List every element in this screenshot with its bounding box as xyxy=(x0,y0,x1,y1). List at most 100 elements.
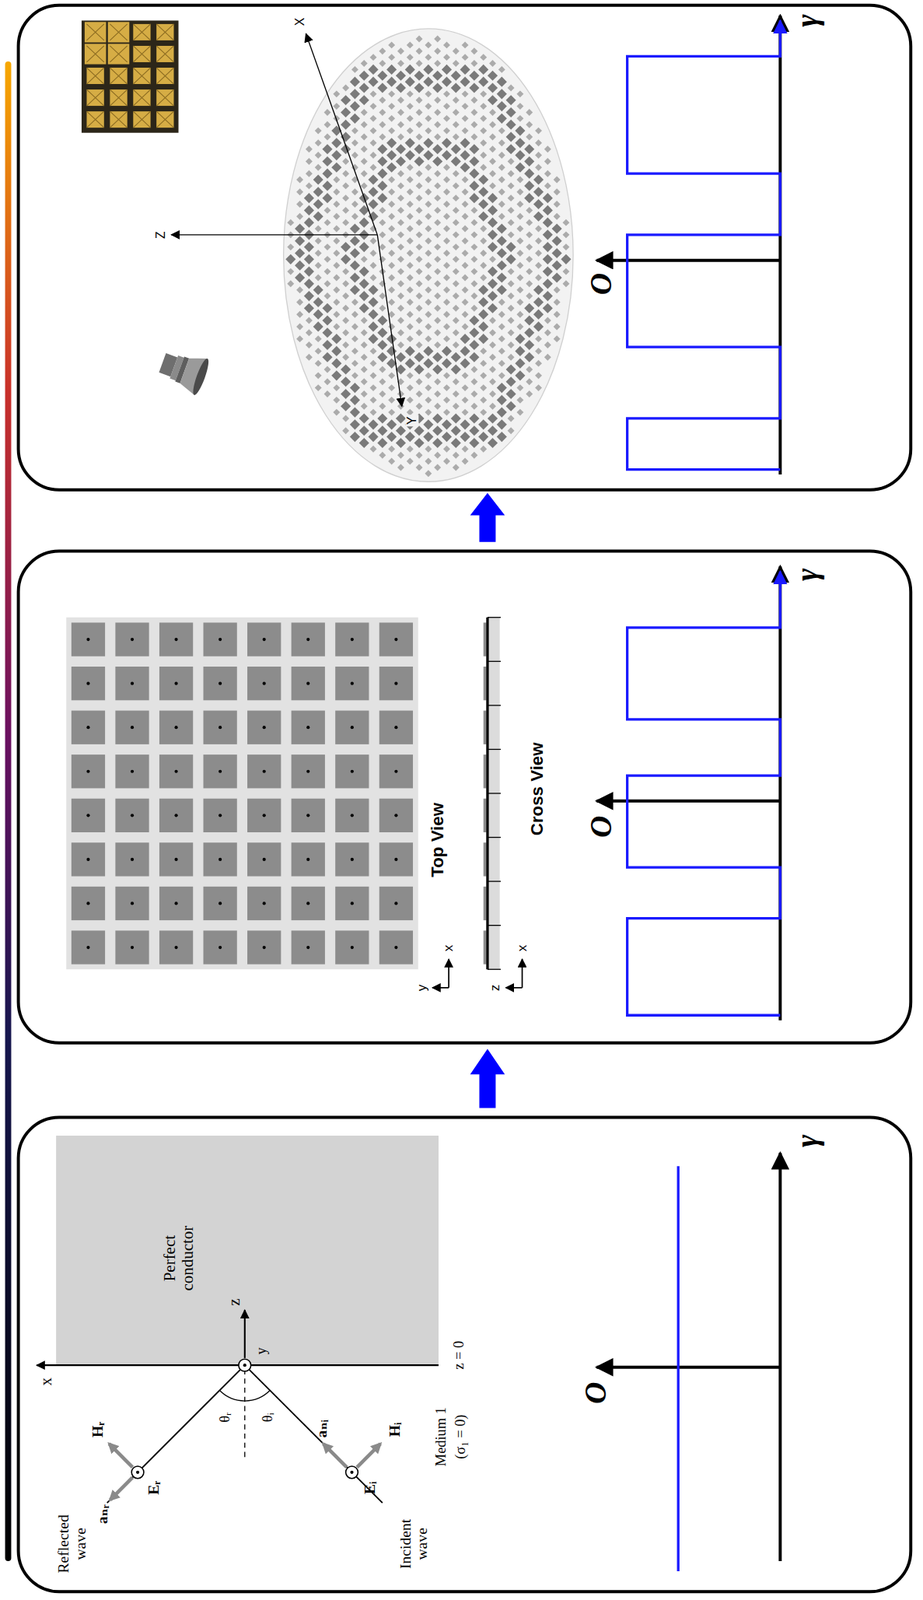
reflectarray-element xyxy=(360,145,368,153)
reflectarray-element xyxy=(479,139,487,147)
reflectarray-element xyxy=(507,341,515,349)
reflectarray-element xyxy=(386,64,397,75)
reflectarray-element xyxy=(534,274,542,282)
reflectarray-element xyxy=(552,260,563,271)
normal-line xyxy=(244,1368,245,1457)
via-dot xyxy=(174,681,178,686)
reflectarray-element xyxy=(424,384,432,392)
reflectarray-element xyxy=(351,188,359,196)
reflectarray-element xyxy=(516,311,524,319)
via-dot xyxy=(262,637,266,641)
reflectarray-element xyxy=(359,217,370,228)
gold-unit-cell xyxy=(156,45,174,63)
reflectarray-element xyxy=(296,213,304,221)
reflectarray-element xyxy=(304,192,315,203)
reflectarray-element xyxy=(506,254,517,265)
reflectarray-element xyxy=(397,255,405,263)
reflectarray-element xyxy=(351,335,359,343)
via-dot xyxy=(218,857,222,861)
gradient-bar xyxy=(5,61,12,1561)
gold-unit-cell xyxy=(156,89,174,106)
reflectarray-element xyxy=(424,90,432,98)
reflectarray-element xyxy=(416,268,424,276)
unit-cell xyxy=(159,886,193,920)
reflectarray-element xyxy=(349,248,361,259)
reflectarray-element xyxy=(388,274,396,282)
gold-unit-cell xyxy=(156,45,174,63)
reflectarray-element xyxy=(414,143,425,154)
gold-unit-cell xyxy=(132,45,151,63)
via-dot xyxy=(130,813,134,817)
reflectarray-element xyxy=(378,402,386,410)
reflectarray-element xyxy=(443,225,451,233)
reflectarray-element xyxy=(479,53,487,61)
reflectarray-element xyxy=(443,102,451,110)
reflectarray-element xyxy=(496,260,507,271)
reflectarray-element xyxy=(496,272,507,283)
reflectarray-element xyxy=(386,150,397,161)
reflectarray-element xyxy=(377,156,388,167)
reflectarray-element xyxy=(498,311,506,319)
reflectarray-element xyxy=(433,255,441,263)
reflectarray-element xyxy=(498,322,506,330)
gold-unit-cell xyxy=(132,111,151,128)
reflectarray-element xyxy=(468,180,479,191)
reflectarray-element xyxy=(406,458,414,465)
reflectarray-element xyxy=(296,311,304,319)
reflectarray-element xyxy=(332,188,340,196)
reflectarray-element xyxy=(397,47,405,55)
reflectarray-element xyxy=(305,181,313,189)
reflectarray-element xyxy=(378,377,386,385)
unit-cell xyxy=(379,622,413,656)
reflectarray-element xyxy=(506,131,517,142)
reflectarray-element xyxy=(516,409,524,417)
reflectarray-element xyxy=(377,425,388,436)
unit-cell xyxy=(71,710,105,745)
gold-unit-cell xyxy=(132,67,151,84)
reflectarray-element xyxy=(443,188,451,196)
reflectarray-element xyxy=(533,174,544,185)
reflectarray-element xyxy=(443,274,451,282)
reflectarray-element xyxy=(321,314,333,326)
reflectarray-element xyxy=(470,108,478,116)
reflectarray-element xyxy=(351,347,359,355)
reflectarray-element xyxy=(349,431,361,442)
reflectarray-element xyxy=(452,317,460,325)
reflectarray-element xyxy=(506,363,517,375)
reflectarray-element xyxy=(443,237,451,245)
reflectarray-element xyxy=(487,229,498,240)
reflectarray-element xyxy=(516,298,524,306)
reflectarray-element xyxy=(416,341,424,349)
reflectarray-element xyxy=(406,396,414,404)
material-label: Perfect conductor xyxy=(160,1216,196,1299)
phase-plot xyxy=(596,1152,780,1571)
axis-label: γ xyxy=(790,1134,825,1147)
reflectarray-element xyxy=(359,94,370,105)
reflectarray-element xyxy=(487,437,498,448)
reflectarray-element xyxy=(324,366,332,374)
reflectarray-element xyxy=(460,162,471,173)
reflectarray-element xyxy=(461,249,469,257)
reflectarray-element xyxy=(441,64,452,75)
patch-section xyxy=(483,842,487,876)
reflectarray-element xyxy=(433,59,441,67)
reflectarray-element xyxy=(367,309,378,320)
reflectarray-element xyxy=(414,437,425,448)
reflectarray-element xyxy=(552,248,563,259)
reflectarray-element xyxy=(489,328,497,336)
unit-cell xyxy=(71,666,105,700)
unit-cell xyxy=(203,798,238,833)
axis-label: y xyxy=(415,984,431,992)
reflectarray-element xyxy=(507,304,515,312)
reflectarray-element xyxy=(478,333,489,344)
reflectarray-element xyxy=(370,347,378,355)
axis-label: Y xyxy=(405,415,419,427)
unit-cell xyxy=(71,622,105,656)
reflectarray-element xyxy=(416,279,424,287)
axis-line xyxy=(171,234,378,235)
reflectarray-element xyxy=(478,284,489,295)
reflectarray-element xyxy=(452,279,460,287)
reflectarray-element xyxy=(349,260,361,271)
reflectarray-element xyxy=(351,298,359,306)
unit-cell xyxy=(115,666,149,700)
